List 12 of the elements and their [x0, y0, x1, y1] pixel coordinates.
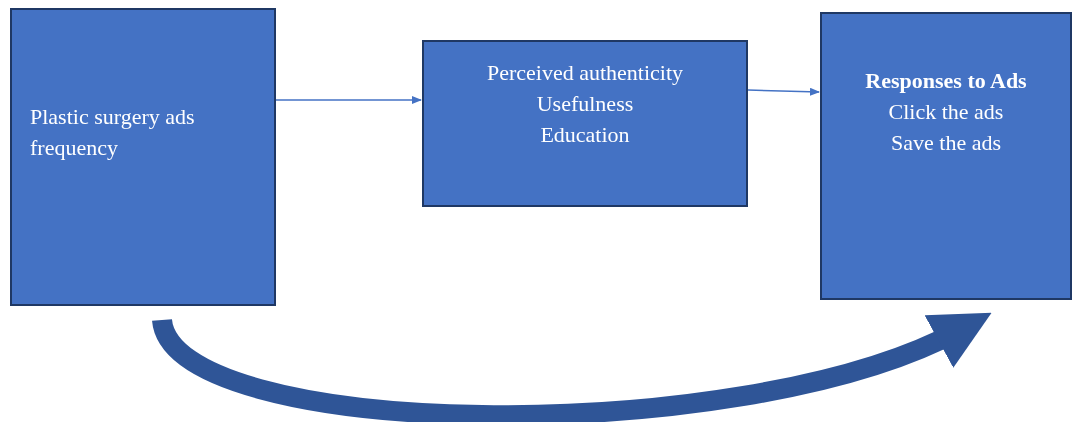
- box-heading: Responses to Ads: [864, 66, 1028, 95]
- box-text: Click the ads: [887, 97, 1005, 126]
- process-box: [10, 8, 276, 306]
- box-text: Usefulness: [535, 90, 635, 118]
- box-text: Plastic surgery ads frequency: [30, 103, 196, 162]
- arrow: [747, 87, 820, 96]
- arrow: [275, 96, 422, 104]
- box-text: Perceived authenticity: [485, 59, 685, 87]
- process-box: [422, 40, 748, 207]
- process-box: [820, 12, 1072, 300]
- box-text: Save the ads: [890, 128, 1002, 157]
- box-text: Education: [539, 121, 631, 149]
